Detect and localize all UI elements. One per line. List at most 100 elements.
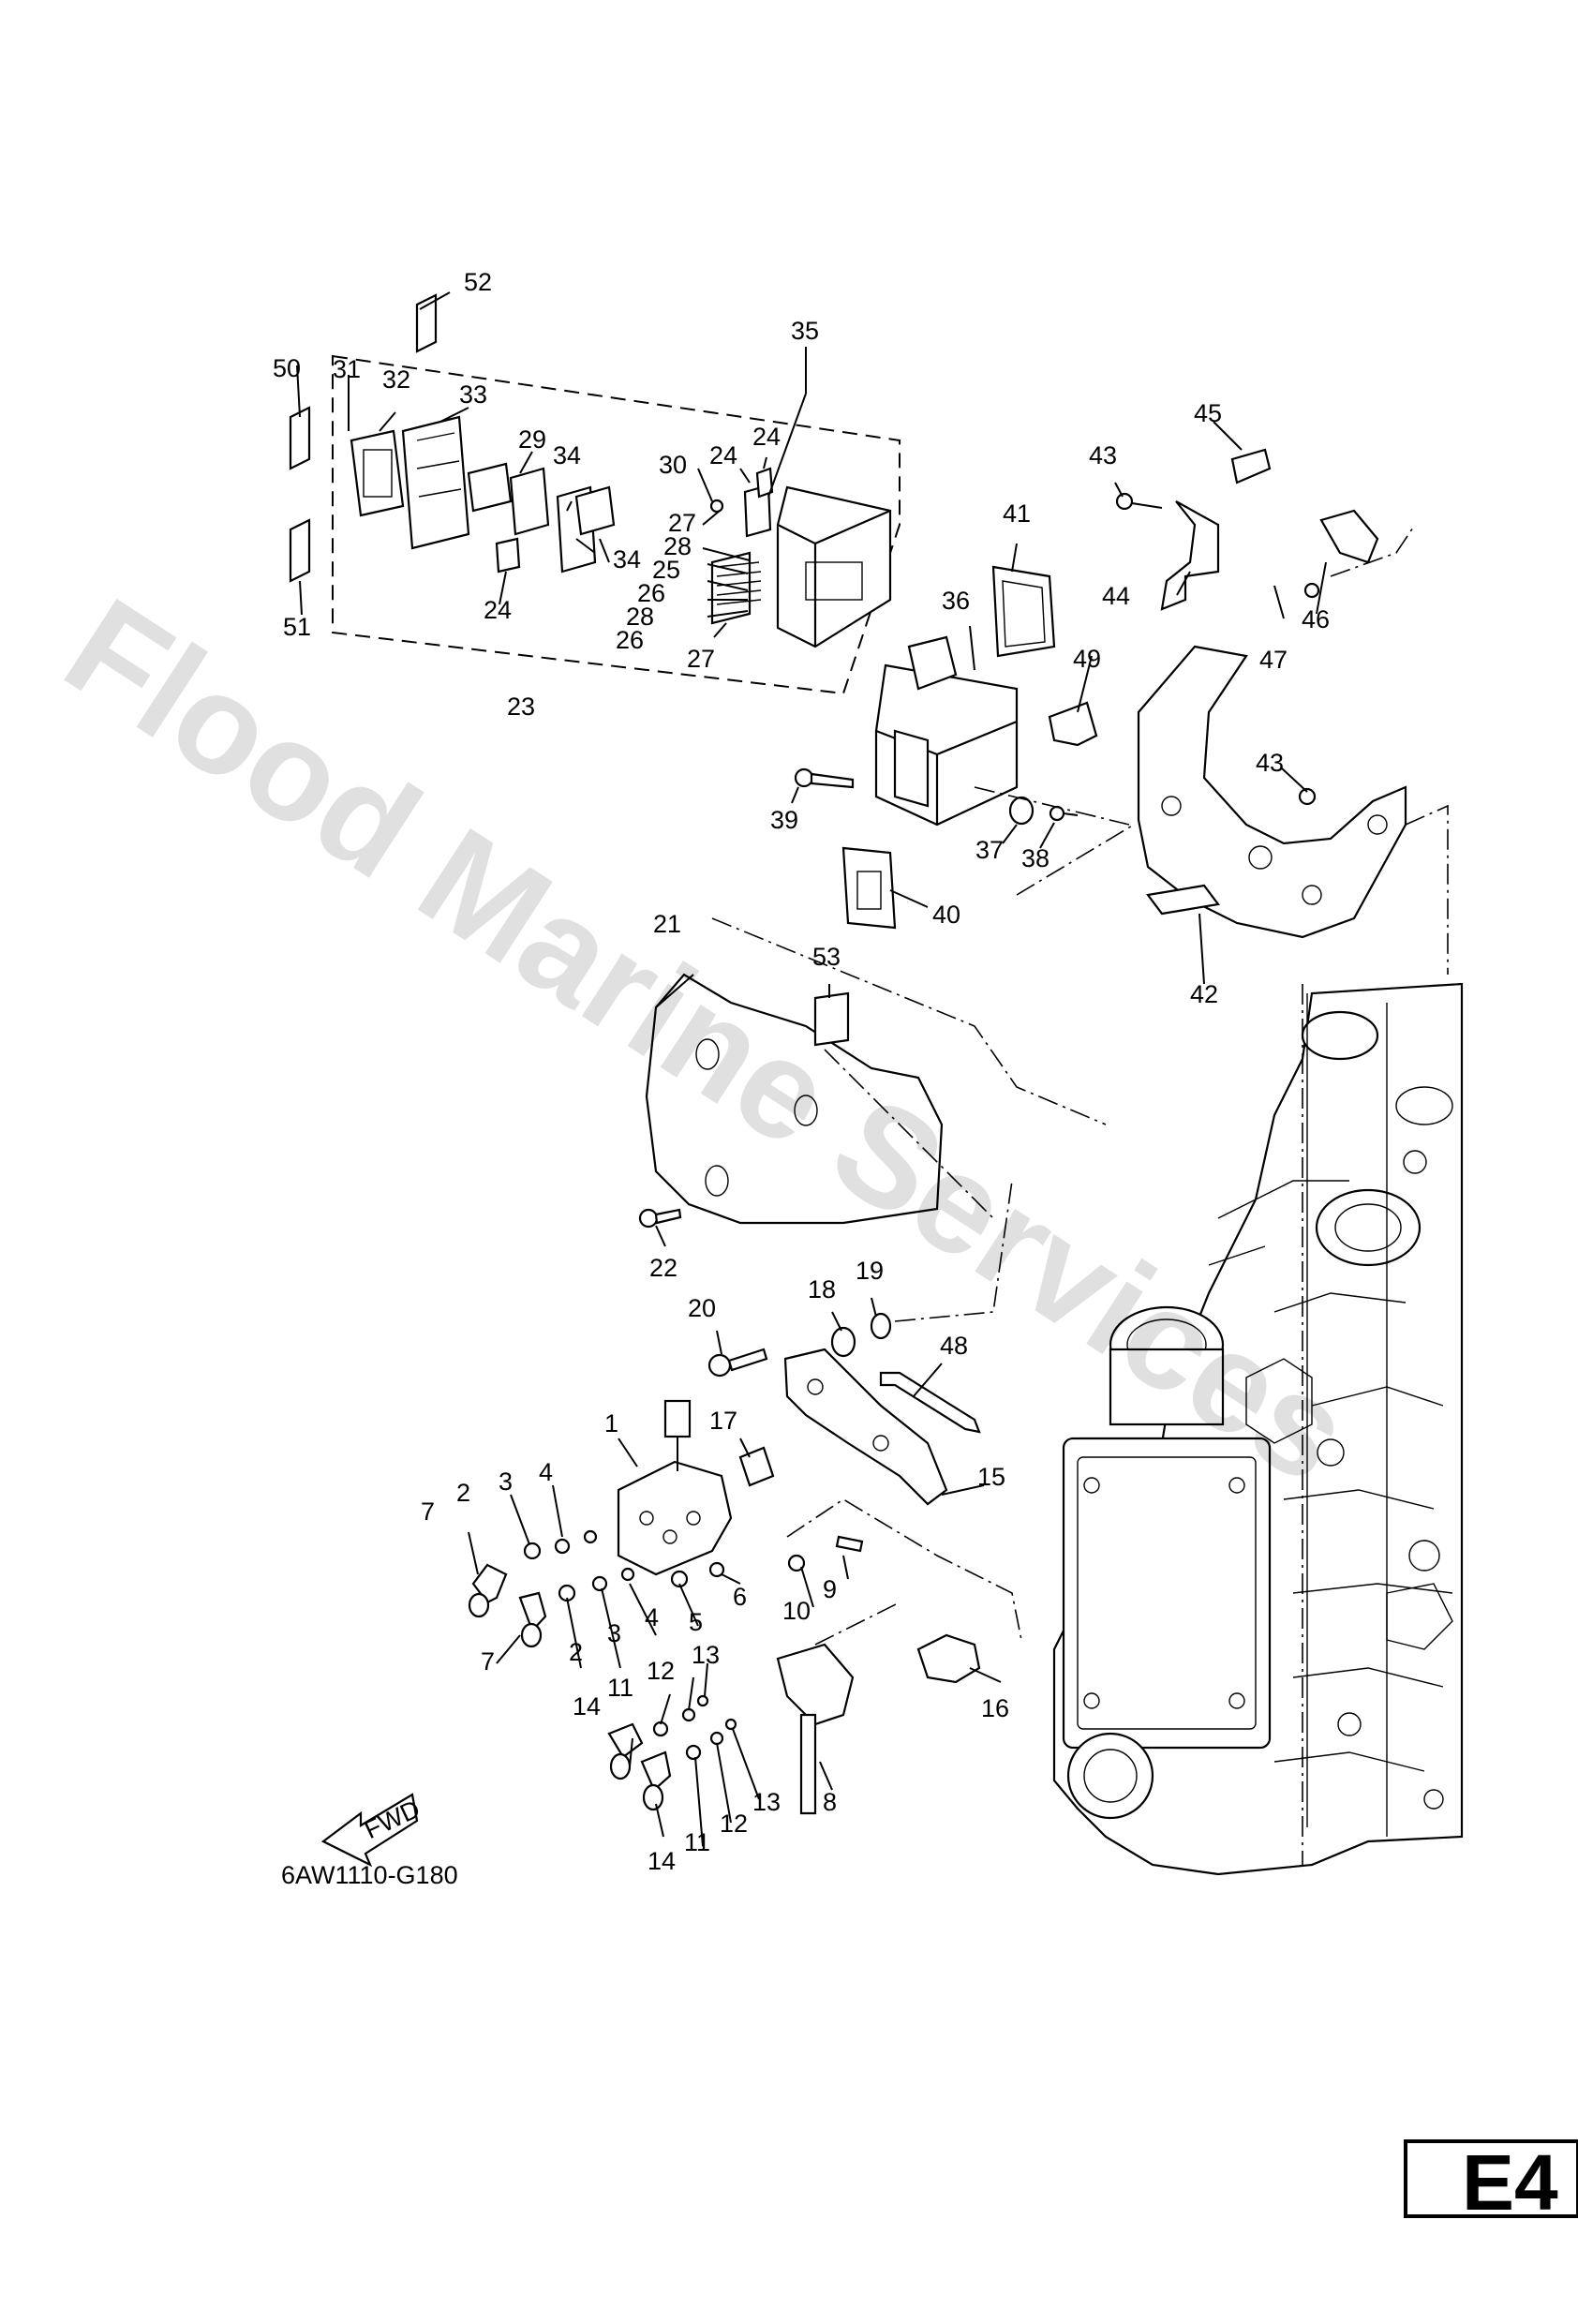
fwd-arrow-icon: FWD <box>320 1793 424 1868</box>
callout-32: 32 <box>382 365 410 394</box>
bolt-20 <box>707 1348 768 1378</box>
callout-7-bottom: 7 <box>481 1647 495 1676</box>
callout-15: 15 <box>977 1463 1005 1491</box>
cover-21 <box>645 973 944 1225</box>
callout-4-bottom: 4 <box>645 1603 659 1631</box>
ignition-coil-1 <box>617 1399 733 1576</box>
grommet-40 <box>841 846 897 930</box>
callout-5: 5 <box>689 1608 703 1636</box>
callout-30: 30 <box>659 451 687 479</box>
callout-43-right: 43 <box>1256 749 1284 777</box>
callout-35: 35 <box>791 317 819 345</box>
holder-16 <box>916 1633 981 1684</box>
callout-28-top: 28 <box>663 532 692 560</box>
callout-3-top: 3 <box>499 1467 513 1496</box>
collar-19 <box>870 1312 892 1340</box>
bolt-22 <box>638 1208 682 1229</box>
fuse-block <box>709 467 774 625</box>
callout-39: 39 <box>770 806 798 834</box>
callout-34-top: 34 <box>553 441 581 469</box>
callout-24-top: 24 <box>752 423 781 451</box>
callout-40: 40 <box>932 901 960 929</box>
callout-22: 22 <box>649 1254 677 1282</box>
callout-38: 38 <box>1021 844 1050 872</box>
callout-36: 36 <box>942 587 970 615</box>
callout-52: 52 <box>464 268 492 296</box>
hardware-small <box>523 1529 864 1761</box>
callout-11-top: 11 <box>607 1674 633 1702</box>
engine-block <box>1052 982 1464 1876</box>
callout-37: 37 <box>975 836 1004 864</box>
callout-24-left: 24 <box>484 596 512 624</box>
callout-53: 53 <box>812 943 841 971</box>
cable-tie-48 <box>879 1371 981 1434</box>
callout-9: 9 <box>823 1575 837 1603</box>
callout-41: 41 <box>1003 499 1031 528</box>
callout-34-right: 34 <box>613 545 641 574</box>
callout-4-top: 4 <box>539 1458 553 1486</box>
callout-21: 21 <box>653 910 681 938</box>
callout-46: 46 <box>1302 605 1330 633</box>
callout-17: 17 <box>709 1407 737 1435</box>
ignition-coil-8 <box>776 1643 855 1815</box>
callout-26-bottom: 26 <box>616 626 644 654</box>
grommet-18 <box>830 1326 856 1358</box>
leader-lines <box>296 291 1327 1847</box>
callout-2-top: 2 <box>456 1479 470 1507</box>
callout-28-bottom: 28 <box>626 603 654 631</box>
callout-10: 10 <box>782 1597 811 1625</box>
callout-27-bottom: 27 <box>687 645 715 673</box>
callout-49: 49 <box>1073 645 1101 673</box>
callout-labels: 52 50 31 32 33 29 34 34 24 51 23 30 24 2… <box>273 268 1330 1875</box>
control-box-36 <box>776 485 1019 827</box>
callout-13-top: 13 <box>692 1641 720 1669</box>
callout-29: 29 <box>518 425 546 454</box>
screw-38 <box>1049 805 1079 822</box>
cover-41 <box>991 565 1056 658</box>
relay-parts-left <box>350 415 616 574</box>
page-label-box: E4 <box>1404 2138 1578 2227</box>
bracket-15 <box>783 1348 948 1506</box>
callout-42: 42 <box>1190 980 1218 1008</box>
callout-1: 1 <box>604 1409 618 1438</box>
callout-16: 16 <box>981 1694 1009 1722</box>
callout-24-mid: 24 <box>709 441 737 469</box>
assembly-box-23 <box>332 354 901 695</box>
callout-43-top: 43 <box>1089 441 1117 469</box>
callout-51: 51 <box>283 613 311 641</box>
callout-27-top: 27 <box>668 509 696 537</box>
callout-44: 44 <box>1102 582 1130 610</box>
callout-6: 6 <box>733 1583 747 1611</box>
callout-3-bottom: 3 <box>607 1619 621 1647</box>
callout-48: 48 <box>940 1332 968 1360</box>
callout-18: 18 <box>808 1275 836 1304</box>
callout-14-bottom: 14 <box>648 1847 676 1875</box>
callout-12-top: 12 <box>647 1657 675 1685</box>
reference-lines <box>711 524 1449 1865</box>
callout-11-bottom: 11 <box>684 1828 710 1856</box>
clamp-49 <box>1048 701 1098 747</box>
callout-13-bottom: 13 <box>752 1788 781 1816</box>
callout-31: 31 <box>333 355 361 383</box>
callout-45: 45 <box>1194 399 1222 427</box>
plug-caps <box>468 1563 672 1811</box>
callout-23: 23 <box>507 693 535 721</box>
label-53 <box>813 991 850 1047</box>
callout-14-top: 14 <box>573 1692 601 1721</box>
callout-7-top: 7 <box>421 1497 435 1526</box>
callout-20: 20 <box>688 1294 716 1322</box>
mounting-bracket-42 <box>1137 509 1407 939</box>
callout-12-bottom: 12 <box>720 1810 748 1838</box>
diagram-code: 6AW1110-G180 <box>281 1861 458 1889</box>
callout-47: 47 <box>1259 646 1288 674</box>
callout-2-bottom: 2 <box>569 1638 583 1666</box>
callout-8: 8 <box>823 1788 837 1816</box>
collar-37 <box>1008 796 1035 826</box>
callout-25: 25 <box>652 556 680 584</box>
page-label: E4 <box>1462 2138 1558 2227</box>
bolt-39 <box>794 767 855 789</box>
callout-50: 50 <box>273 354 301 382</box>
bracket-44 <box>1115 448 1272 611</box>
callout-19: 19 <box>856 1257 884 1285</box>
